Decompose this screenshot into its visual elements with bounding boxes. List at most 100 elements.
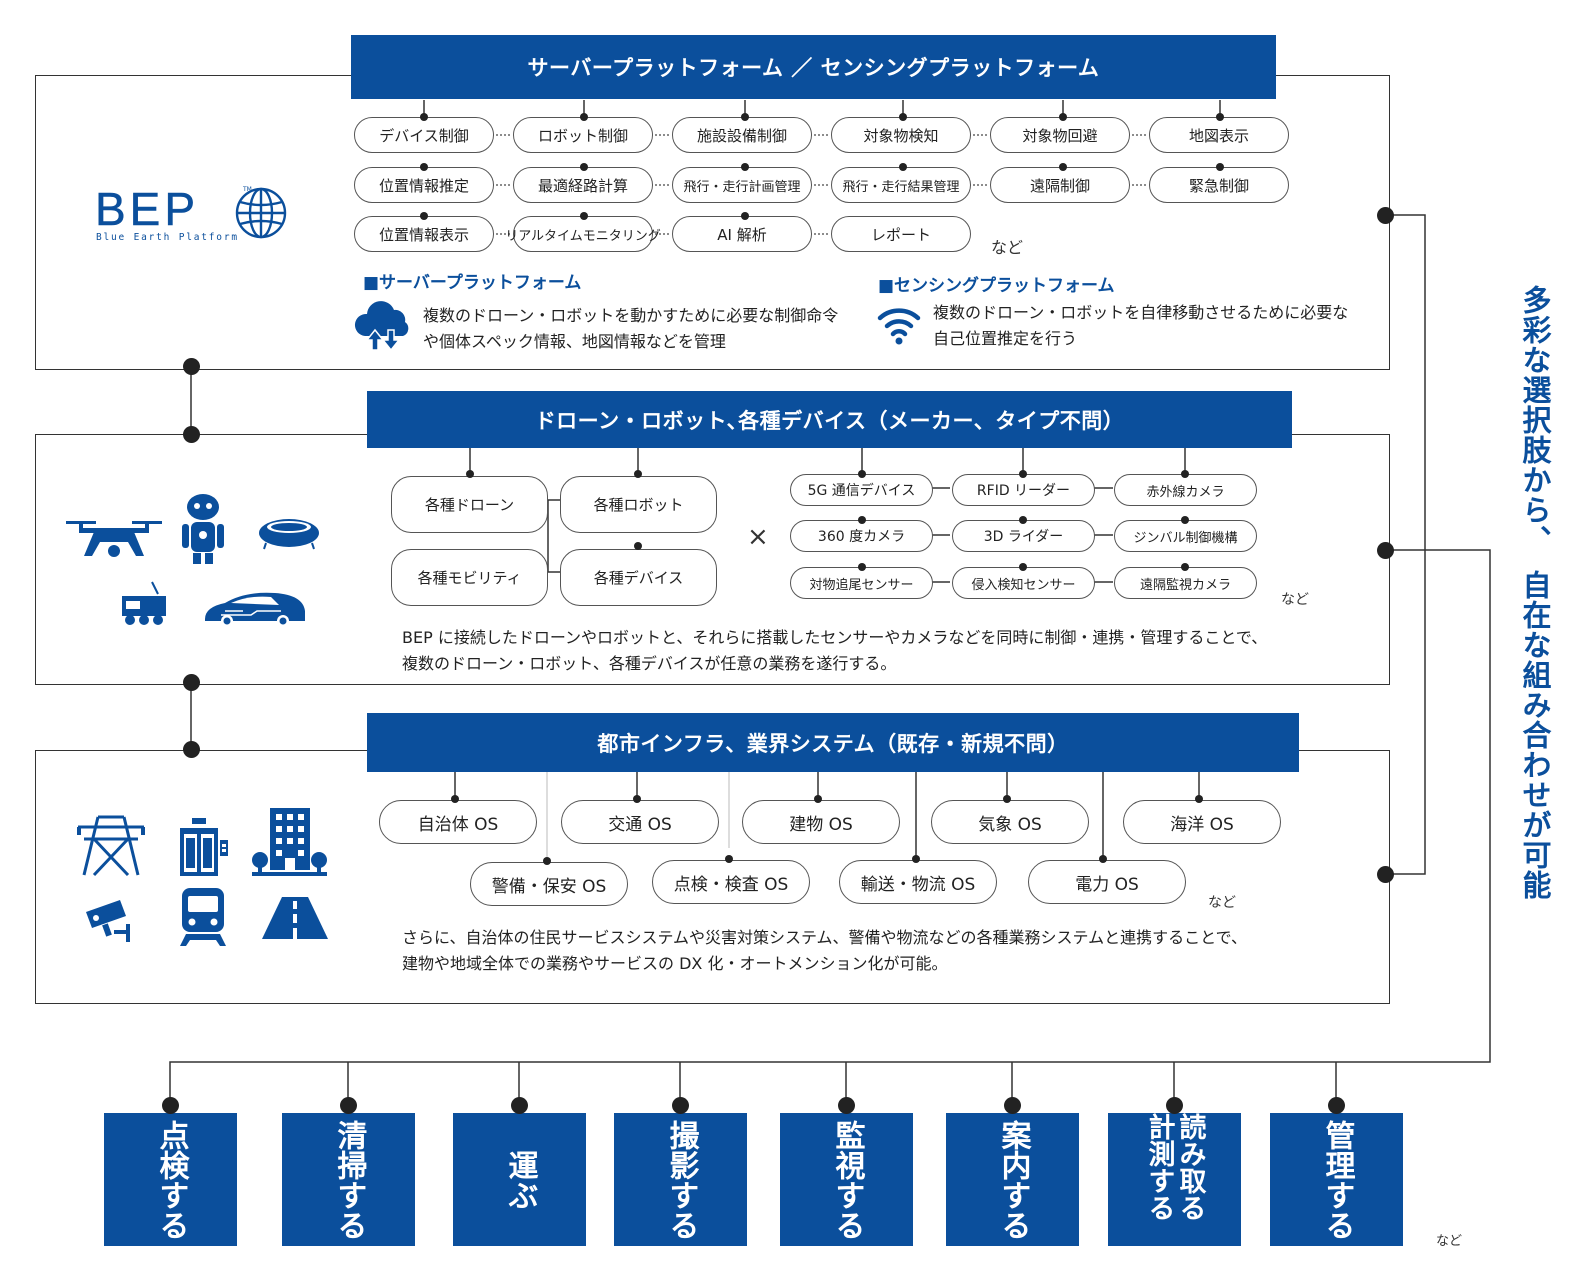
pill-dot bbox=[451, 795, 459, 803]
pill-dot bbox=[420, 163, 428, 171]
infra-desc-line: 建物や地域全体での業務やサービスの DX 化・オートメンション化が可能。 bbox=[402, 954, 948, 973]
infra-nado: など bbox=[1208, 895, 1236, 911]
function-pill: ロボット制御 bbox=[513, 117, 653, 153]
pill-dot bbox=[1003, 795, 1011, 803]
pill-dot bbox=[725, 855, 733, 863]
sensor-pill: 遠隔監視カメラ bbox=[1114, 567, 1257, 599]
server-desc-line: 複数のドローン・ロボットを動かすために必要な制御命令 bbox=[423, 306, 839, 325]
function-pill: 地図表示 bbox=[1149, 117, 1289, 153]
times-sign: × bbox=[747, 522, 769, 552]
device-type-pill: 各種デバイス bbox=[560, 549, 717, 606]
pill-dot bbox=[814, 795, 822, 803]
pill-dot bbox=[1181, 516, 1189, 524]
action-tile: 案内する bbox=[946, 1113, 1079, 1246]
devices-desc-line: 複数のドローン・ロボット、各種デバイスが任意の業務を遂行する。 bbox=[402, 654, 897, 673]
pill-dot bbox=[858, 563, 866, 571]
system-pill: 自治体 OS bbox=[379, 800, 537, 844]
pill-dot bbox=[633, 795, 641, 803]
sensor-pill: 5G 通信デバイス bbox=[790, 474, 933, 506]
pill-dot bbox=[466, 470, 474, 478]
connector-dot bbox=[838, 1097, 855, 1114]
pill-dot bbox=[420, 212, 428, 220]
sensor-pill: 3D ライダー bbox=[952, 520, 1095, 552]
pill-dot bbox=[1195, 795, 1203, 803]
pill-dot bbox=[580, 163, 588, 171]
function-pill: 緊急制御 bbox=[1149, 167, 1289, 203]
sensing-desc-line: 複数のドローン・ロボットを自律移動させるために必要な bbox=[933, 303, 1349, 322]
wifi-icon bbox=[877, 308, 921, 345]
action-tile: 点検する bbox=[104, 1113, 237, 1246]
connector-dot bbox=[183, 674, 200, 691]
function-pill: 飛行・走行計画管理 bbox=[672, 167, 812, 203]
road-icon bbox=[262, 897, 328, 939]
pill-dot bbox=[1059, 163, 1067, 171]
device-type-pill: 各種ドローン bbox=[391, 476, 548, 533]
logo-subtitle: Blue Earth Platform bbox=[96, 232, 239, 243]
pill-dot bbox=[899, 163, 907, 171]
pill-dot bbox=[1019, 516, 1027, 524]
pill-dot bbox=[1099, 855, 1107, 863]
system-pill: 点検・検査 OS bbox=[652, 860, 810, 904]
pill-dot bbox=[1216, 163, 1224, 171]
sensor-pill: ジンバル制御機構 bbox=[1114, 520, 1257, 552]
action-tile: 読み取る計測する bbox=[1108, 1113, 1241, 1246]
connector-dot bbox=[183, 358, 200, 375]
action-tile: 撮影する bbox=[614, 1113, 747, 1246]
device-type-pill: 各種ロボット bbox=[560, 476, 717, 533]
robot-icon bbox=[182, 494, 224, 564]
function-pill: 対象物検知 bbox=[831, 117, 971, 153]
sensor-pill: 赤外線カメラ bbox=[1114, 474, 1257, 506]
logo-tm: TM bbox=[242, 186, 252, 193]
pill-dot bbox=[858, 470, 866, 478]
function-pill: レポート bbox=[831, 216, 971, 252]
platform-nado: など bbox=[991, 238, 1024, 257]
power-tower-icon bbox=[77, 815, 145, 877]
security-camera-icon bbox=[86, 900, 130, 942]
devices-nado: など bbox=[1281, 592, 1309, 608]
sensor-pill: RFID リーダー bbox=[952, 474, 1095, 506]
side-label-part1: 多彩な選択肢から、 bbox=[1518, 285, 1552, 555]
pill-dot bbox=[858, 516, 866, 524]
pill-dot bbox=[634, 470, 642, 478]
svg-text:BEP: BEP bbox=[95, 185, 199, 235]
pill-dot bbox=[543, 857, 551, 865]
system-pill: 海洋 OS bbox=[1123, 800, 1281, 844]
connector-dot bbox=[1328, 1097, 1345, 1114]
function-pill: 位置情報推定 bbox=[354, 167, 494, 203]
action-tile: 清掃する bbox=[282, 1113, 415, 1246]
function-pill: AI 解析 bbox=[672, 216, 812, 252]
train-icon bbox=[180, 888, 226, 946]
drone-icon bbox=[66, 521, 162, 557]
action-tile: 監視する bbox=[780, 1113, 913, 1246]
sensing-heading: ■センシングプラットフォーム bbox=[878, 276, 1115, 296]
connector-dot bbox=[511, 1097, 528, 1114]
sensor-pill: 360 度カメラ bbox=[790, 520, 933, 552]
connector-dot bbox=[183, 426, 200, 443]
cloud-sync-icon bbox=[354, 301, 409, 352]
connector-dot bbox=[672, 1097, 689, 1114]
pill-dot bbox=[741, 163, 749, 171]
connector-dot bbox=[340, 1097, 357, 1114]
actions-nado: など bbox=[1436, 1234, 1463, 1249]
function-pill: リアルタイムモニタリング bbox=[505, 216, 661, 252]
connector-dot bbox=[1377, 866, 1394, 883]
action-tile: 管理する bbox=[1270, 1113, 1403, 1246]
system-pill: 建物 OS bbox=[742, 800, 900, 844]
pill-dot bbox=[1216, 113, 1224, 121]
device-type-pill: 各種モビリティ bbox=[391, 549, 548, 606]
connector-dot bbox=[183, 741, 200, 758]
system-pill: 交通 OS bbox=[561, 800, 719, 844]
devices-description: BEP に接続したドローンやロボットと、それらに搭載したセンサーやカメラなどを同… bbox=[402, 625, 1267, 677]
system-pill: 警備・保安 OS bbox=[470, 862, 628, 906]
robot-vacuum-icon bbox=[259, 519, 319, 550]
platform-title: サーバープラットフォーム ／ センシングプラットフォーム bbox=[351, 35, 1276, 99]
server-description: 複数のドローン・ロボットを動かすために必要な制御命令 や個体スペック情報、地図情… bbox=[423, 303, 838, 355]
system-pill: 電力 OS bbox=[1028, 860, 1186, 904]
connector-dot bbox=[162, 1097, 179, 1114]
globe-icon bbox=[235, 187, 287, 239]
pill-dot bbox=[1181, 470, 1189, 478]
connector-dot bbox=[1166, 1097, 1183, 1114]
sensing-description: 複数のドローン・ロボットを自律移動させるために必要な 自己位置推定を行う bbox=[933, 300, 1348, 352]
function-pill: 対象物回避 bbox=[990, 117, 1130, 153]
